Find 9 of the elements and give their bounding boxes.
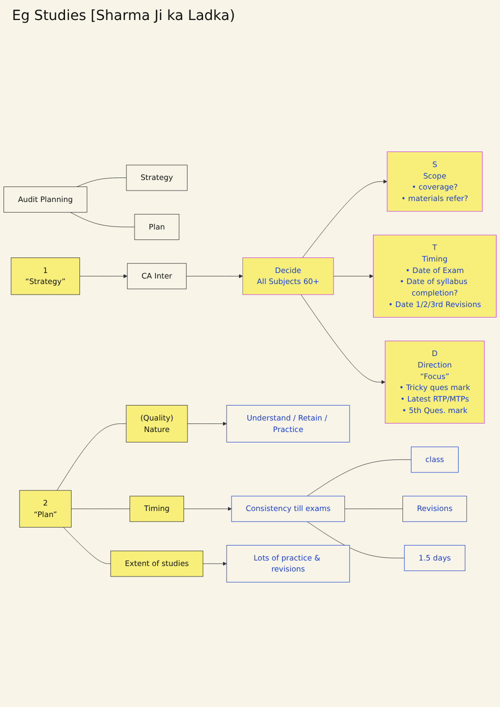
connector (56, 424, 126, 491)
note-text: Eg Studies [Sharma Ji ka Ladka) (12, 8, 236, 24)
connector (71, 508, 130, 510)
connector (306, 459, 412, 496)
connector (70, 212, 135, 228)
connector (76, 178, 127, 188)
connector (63, 527, 111, 564)
connector (344, 508, 403, 510)
connector (306, 521, 405, 558)
